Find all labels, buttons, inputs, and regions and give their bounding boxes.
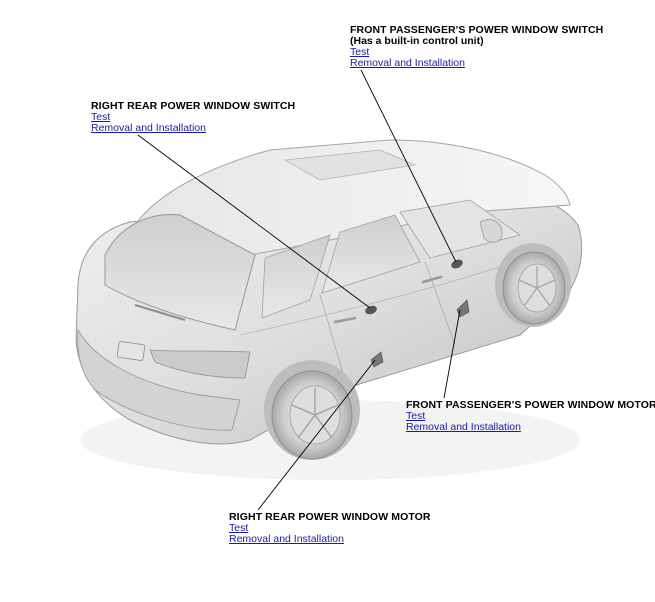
callout-title: FRONT PASSENGER'S POWER WINDOW SWITCH [350, 24, 604, 36]
door-handle [421, 275, 443, 284]
front-passenger-switch-marker [451, 259, 463, 269]
test-link[interactable]: Test [406, 410, 426, 422]
windshield [399, 199, 521, 259]
callout-front-passenger-motor: FRONT PASSENGER'S POWER WINDOW MOTOR Tes… [406, 400, 655, 433]
callout-right-rear-motor: RIGHT REAR POWER WINDOW MOTOR Test Remov… [229, 512, 431, 545]
callout-front-passenger-switch: FRONT PASSENGER'S POWER WINDOW SWITCH (H… [350, 25, 603, 69]
test-link[interactable]: Test [91, 111, 111, 123]
callout-note: (Has a built-in control unit) [350, 35, 484, 47]
license-plate [116, 341, 146, 361]
removal-and-installation-link[interactable]: Removal and Installation [229, 533, 344, 545]
door-seam [424, 261, 456, 346]
rear-side-window [261, 234, 331, 319]
leader-line-front-passenger-motor [443, 309, 461, 399]
leader-line-front-passenger-switch [360, 69, 457, 263]
leader-line-right-rear-motor [257, 359, 376, 511]
vehicle-illustration [75, 139, 583, 480]
sunroof [283, 149, 417, 181]
vehicle-roof [134, 139, 571, 256]
callout-title: RIGHT REAR POWER WINDOW MOTOR [229, 511, 431, 523]
right-rear-switch-marker [365, 305, 377, 315]
test-link[interactable]: Test [229, 522, 249, 534]
rear-spoiler-trim [134, 304, 186, 321]
leader-lines [137, 69, 461, 511]
component-markers [365, 259, 470, 368]
tail-light [149, 349, 251, 379]
callout-title: FRONT PASSENGER'S POWER WINDOW MOTOR [406, 399, 655, 411]
removal-and-installation-link[interactable]: Removal and Installation [406, 421, 521, 433]
side-mirror [479, 219, 503, 243]
front-side-window [321, 214, 421, 294]
leader-line-right-rear-switch [137, 134, 371, 309]
body-crease [239, 261, 516, 336]
rear-bumper [77, 328, 241, 431]
door-seam [319, 294, 346, 381]
callout-right-rear-switch: RIGHT REAR POWER WINDOW SWITCH Test Remo… [91, 101, 295, 134]
front-rim-spokes [518, 266, 556, 307]
right-rear-motor-marker [370, 351, 384, 368]
door-handle [333, 316, 357, 324]
removal-and-installation-link[interactable]: Removal and Installation [91, 122, 206, 134]
removal-and-installation-link[interactable]: Removal and Installation [350, 57, 465, 69]
rear-window [104, 214, 256, 331]
test-link[interactable]: Test [350, 46, 370, 58]
callout-title: RIGHT REAR POWER WINDOW SWITCH [91, 100, 296, 112]
